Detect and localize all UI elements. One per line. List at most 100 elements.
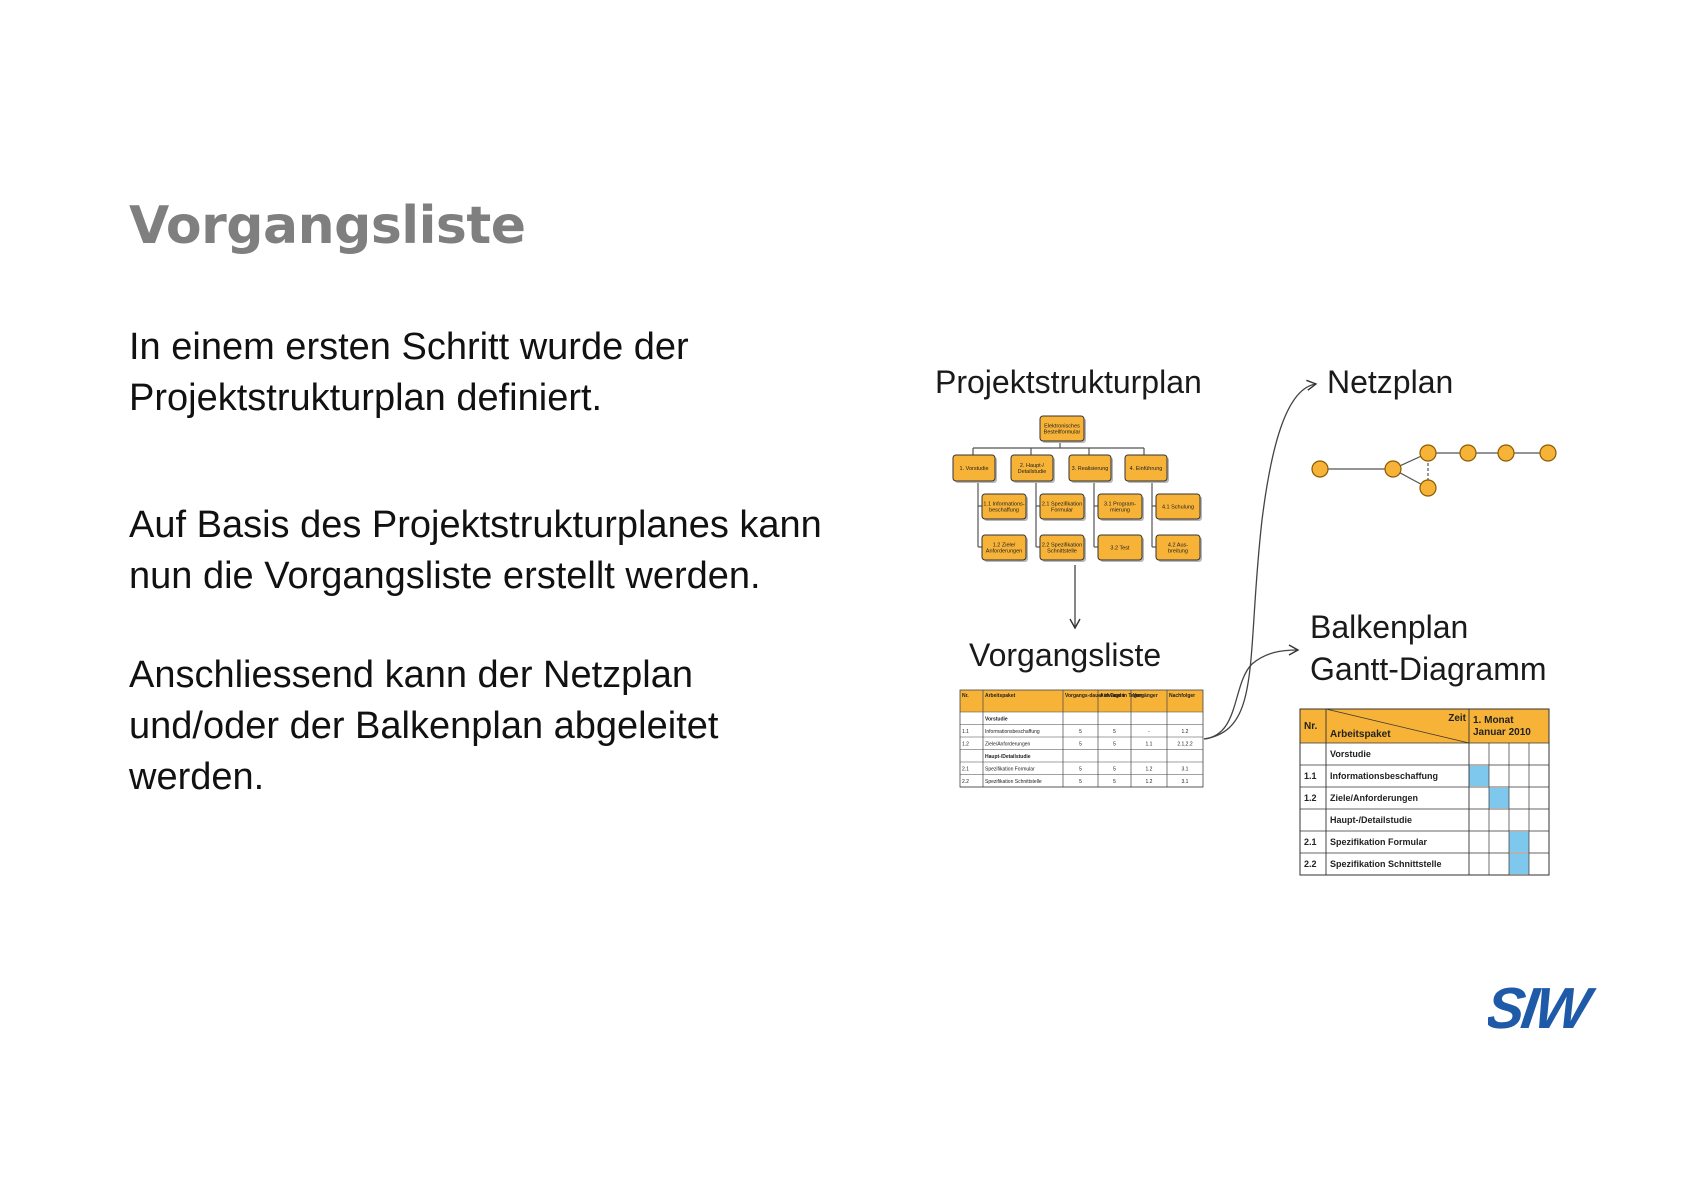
psp-box-level2: 1.2 Ziele/Anforderungen (981, 534, 1028, 562)
psp-box-level2-text: 3.1 Program- (1104, 502, 1136, 508)
paragraph-2-line-2: nun die Vorgangsliste erstellt werden. (129, 555, 761, 597)
gantt-header: Arbeitspaket (1330, 729, 1391, 740)
label-balkenplan: Balkenplan (1310, 609, 1469, 645)
vorgangsliste-cell: 2.1 (962, 767, 969, 773)
gantt-row-label: Haupt-/Detailstudie (1330, 815, 1412, 825)
psp-box-level2-text: 3.2 Test (1110, 546, 1130, 552)
vorgangsliste-cell: 1.1 (962, 729, 969, 735)
psp-box-level2: 3.2 Test (1097, 534, 1144, 562)
vorgangsliste-cell: Ziele/Anforderungen (985, 742, 1031, 748)
paragraph-2: Auf Basis des Projektstrukturplanes kann… (129, 500, 929, 602)
vorgangsliste-cell: 5 (1079, 729, 1082, 735)
gantt-header: Nr. (1304, 721, 1318, 732)
vorgangsliste-cell: 1.2 (1182, 729, 1189, 735)
gantt-bar (1489, 788, 1509, 808)
vorgangsliste-cell: 5 (1113, 742, 1116, 748)
vorgangsliste-cell: - (1148, 729, 1150, 735)
svg-text:SIW: SIW (1488, 982, 1599, 1034)
vorgangsliste-cell: 5 (1079, 779, 1082, 785)
label-vorgangsliste: Vorgangsliste (969, 637, 1162, 673)
paragraph-3-line-1: Anschliessend kann der Netzplan (129, 654, 694, 696)
vorgangsliste-header: Aufwand in Tagen (1100, 693, 1143, 699)
vorgangsliste-cell: 3.1 (1182, 767, 1189, 773)
psp-box-level2: 4.2 Aus-breitung (1155, 534, 1202, 562)
gantt-row-nr: 1.2 (1304, 793, 1317, 803)
vorgangsliste-cell: Spezifikation Schnittstelle (985, 779, 1042, 785)
gantt-row-nr: 1.1 (1304, 771, 1317, 781)
vorgangsliste-header: Vorgangs-dauer in Tagen (1065, 693, 1125, 699)
psp-box-root-text: Elektronisches (1044, 424, 1080, 430)
psp-box-level2-text: 1.1 Informations- (983, 502, 1024, 508)
paragraph-1-line-1: In einem ersten Schritt wurde der (129, 326, 689, 368)
vorgangsliste-cell: 5 (1079, 742, 1082, 748)
psp-box-level1-text: 4. Einführung (1130, 466, 1163, 472)
psp-box-level2: 3.1 Program-mierung (1097, 493, 1144, 521)
netzplan-network (1311, 444, 1557, 497)
psp-box-level1: 3. Realisierung (1068, 454, 1113, 483)
gantt-row-nr: 2.2 (1304, 859, 1317, 869)
psp-box-level2: 1.1 Informations-beschaffung (981, 493, 1028, 521)
vorgangsliste-cell: 5 (1113, 767, 1116, 773)
psp-box-level2-text: 4.2 Aus- (1168, 543, 1188, 549)
arrow-to-balkenplan (1203, 644, 1300, 740)
label-gantt-diagramm: Gantt-Diagramm (1310, 651, 1547, 687)
vorgangsliste-cell: 1.1 (1146, 742, 1153, 748)
paragraph-3: Anschliessend kann der Netzplan und/oder… (129, 650, 929, 803)
gantt-bar (1469, 766, 1489, 786)
paragraph-1: In einem ersten Schritt wurde der Projek… (129, 322, 929, 424)
vorgangsliste-cell: 5 (1113, 729, 1116, 735)
psp-box-level2-text: 2.2 Spezifikation (1042, 543, 1082, 549)
gantt-row-nr: 2.1 (1304, 837, 1317, 847)
vorgangsliste-header: Nachfolger (1169, 693, 1195, 699)
psp-box-root-text: Bestellformular (1044, 430, 1081, 436)
arrow-to-netzplan (1203, 379, 1318, 740)
vorgangsliste-cell: 5 (1113, 779, 1116, 785)
slide-title: Vorgangsliste (129, 196, 526, 256)
gantt-header: Januar 2010 (1473, 727, 1531, 738)
vorgangsliste-cell: 5 (1079, 767, 1082, 773)
psp-box-level2-text: Schnittstelle (1047, 549, 1077, 555)
psp-box-level2-text: mierung (1110, 508, 1130, 514)
paragraph-3-line-3: werden. (129, 756, 265, 798)
psp-box-level2-text: 4.1 Schulung (1162, 505, 1194, 511)
paragraph-3-line-2: und/oder der Balkenplan abgeleitet (129, 705, 719, 747)
vorgangsliste-table: Nr. Arbeitspaket Vorgangs-dauer in TagenAu… (959, 689, 1204, 788)
gantt-row-label: Vorstudie (1330, 749, 1371, 759)
psp-box-level1: 2. Haupt-/Detailstudie (1010, 454, 1055, 483)
psp-box-level2: 4.1 Schulung (1155, 493, 1202, 521)
psp-connectors (972, 441, 1156, 548)
psp-box-level2-text: breitung (1168, 549, 1188, 555)
vorgangsliste-header: Nr. (962, 693, 969, 699)
psp-box-level1-text: 2. Haupt-/ (1020, 463, 1045, 469)
psp-box-level2-text: beschaffung (989, 508, 1019, 514)
gantt-header: 1. Monat (1473, 715, 1514, 726)
psp-box-level1-text: 1. Vorstudie (959, 466, 988, 472)
psp-box-level2-text: Anforderungen (986, 549, 1022, 555)
label-projektstrukturplan: Projektstrukturplan (935, 364, 1202, 400)
vorgangsliste-cell: 2.2 (962, 779, 969, 785)
paragraph-2-line-1: Auf Basis des Projektstrukturplanes kann (129, 504, 822, 546)
vorgangsliste-cell: 1.2 (962, 742, 969, 748)
vorgangsliste-cell: Spezifikation Formular (985, 767, 1035, 773)
psp-box-level1: 1. Vorstudie (952, 454, 997, 483)
vorgangsliste-cell: 3.1 (1182, 779, 1189, 785)
gantt-row-label: Ziele/Anforderungen (1330, 793, 1418, 803)
vorgangsliste-header: Arbeitspaket (985, 693, 1016, 699)
vorgangsliste-cell: Vorstudie (985, 717, 1008, 723)
psp-box-level2-text: 2.1 Spezifikation (1042, 502, 1082, 508)
vorgangsliste-cell: 1.2 (1146, 767, 1153, 773)
psp-box-level2-text: 1.2 Ziele/ (993, 543, 1016, 549)
gantt-header: Zeit (1448, 713, 1466, 724)
gantt-row-label: Spezifikation Schnittstelle (1330, 859, 1442, 869)
siw-logo: SIW (1482, 976, 1644, 1041)
gantt-row-label: Spezifikation Formular (1330, 837, 1428, 847)
vorgangsliste-header: Vorgänger (1133, 693, 1158, 699)
gantt-row-label: Informationsbeschaffung (1330, 771, 1438, 781)
gantt-bar (1509, 854, 1529, 874)
psp-box-level1-text: 3. Realisierung (1072, 466, 1109, 472)
psp-box-level1: 4. Einführung (1124, 454, 1169, 483)
